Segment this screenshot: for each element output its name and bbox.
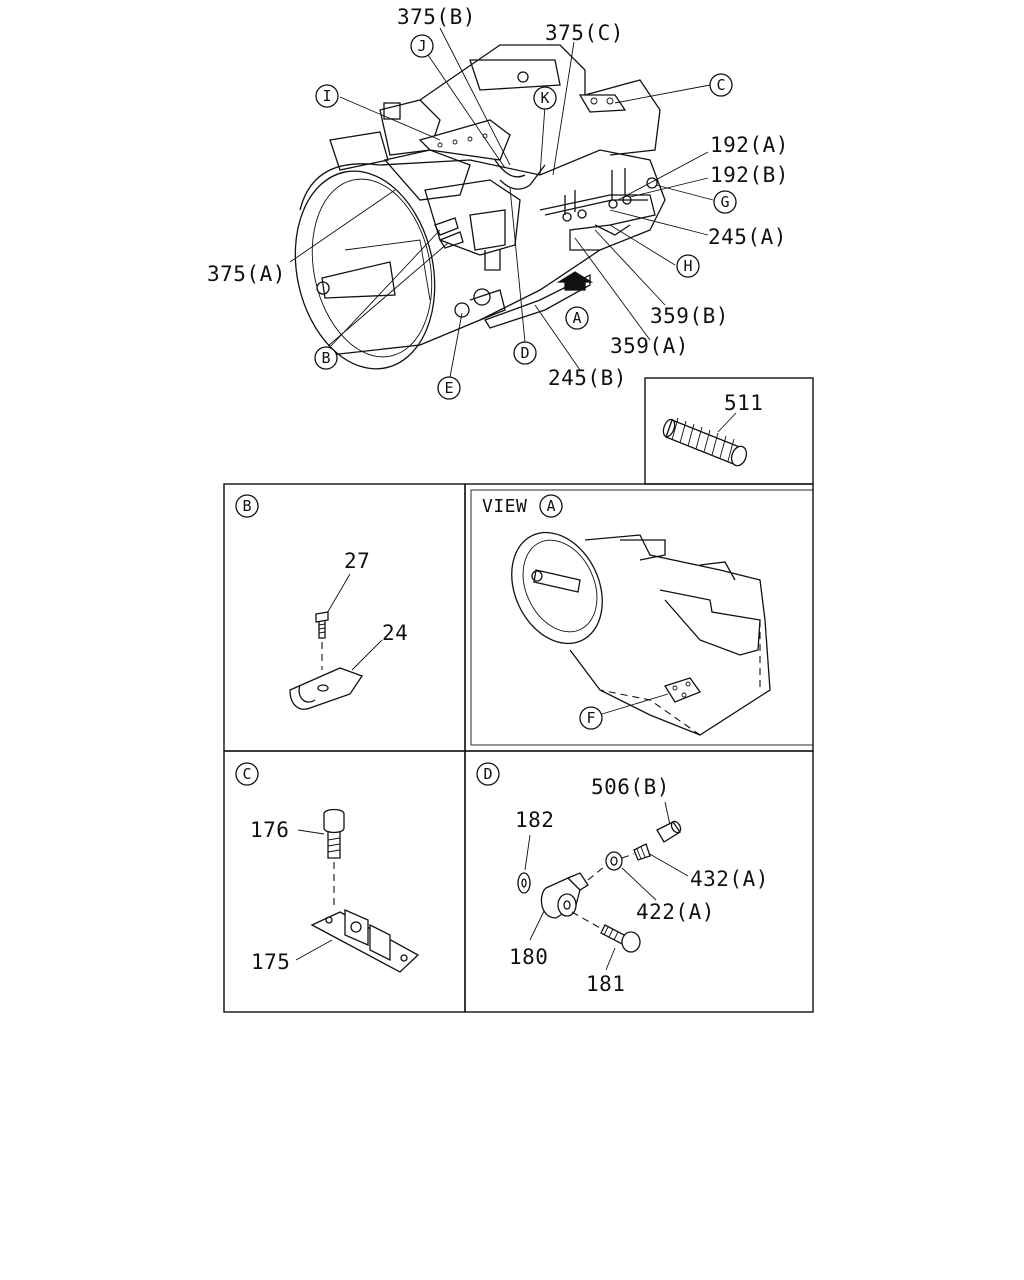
panel-view-a: VIEW A F: [464, 483, 814, 752]
svg-text:A: A: [572, 309, 581, 327]
svg-text:F: F: [586, 709, 595, 727]
part-422a-label: 422(A): [636, 900, 715, 924]
callout-359a: 359(A): [610, 334, 689, 358]
panel-b: B 27 24: [223, 483, 466, 752]
svg-text:K: K: [540, 89, 549, 107]
svg-text:H: H: [683, 257, 692, 275]
part-27-label: 27: [344, 549, 370, 573]
main-view-leader-lines: [289, 27, 714, 378]
bolt-27-drawing: [315, 611, 329, 639]
part-180-label: 180: [509, 945, 548, 969]
letter-marker-g: G: [713, 190, 737, 214]
callout-192b: 192(B): [710, 163, 789, 187]
letter-marker-a: A: [565, 306, 589, 330]
letter-marker-d: D: [513, 341, 537, 365]
bolt-176-drawing: [323, 808, 345, 859]
letter-marker-e: E: [437, 376, 461, 400]
letter-marker-j: J: [410, 34, 434, 58]
callout-375b: 375(B): [397, 5, 476, 29]
part-511-label: 511: [724, 391, 763, 415]
letter-marker-f: F: [579, 706, 603, 730]
view-a-title-text: VIEW: [482, 496, 527, 517]
letter-marker-i: I: [315, 84, 339, 108]
panel-d-title: D: [476, 762, 500, 786]
spring-sleeve-drawing: [662, 412, 748, 467]
svg-text:A: A: [546, 497, 555, 515]
svg-text:J: J: [417, 37, 426, 55]
callout-375c: 375(C): [545, 21, 624, 45]
bracket-175-drawing: [310, 909, 420, 973]
view-a-title-letter: A: [539, 494, 563, 518]
svg-text:B: B: [242, 497, 251, 515]
letter-marker-c: C: [709, 73, 733, 97]
part-175-label: 175: [251, 950, 290, 974]
callout-245b: 245(B): [548, 366, 627, 390]
svg-text:I: I: [322, 87, 331, 105]
part-182-label: 182: [515, 808, 554, 832]
main-view-callouts: 375(B) 375(C) 192(A) 192(B) 245(A) 375(A…: [207, 5, 789, 390]
part-24-label: 24: [382, 621, 408, 645]
part-432a-label: 432(A): [690, 867, 769, 891]
callout-359b: 359(B): [650, 304, 729, 328]
clip-24-drawing: [289, 667, 363, 710]
callout-192a: 192(A): [710, 133, 789, 157]
svg-text:C: C: [242, 765, 251, 783]
letter-marker-b: B: [314, 346, 338, 370]
callout-245a: 245(A): [708, 225, 787, 249]
main-view-letters: I J K C G H A B D E: [314, 34, 737, 400]
transmission-assembly-drawing: [294, 44, 666, 370]
svg-text:G: G: [720, 193, 729, 211]
panel-c: C 176 175: [223, 750, 466, 1013]
svg-text:D: D: [483, 765, 492, 783]
part-506b-label: 506(B): [591, 775, 670, 799]
svg-text:B: B: [321, 349, 330, 367]
panel-c-title: C: [235, 762, 259, 786]
transmission-bottom-view-drawing: [511, 531, 771, 736]
svg-text:E: E: [444, 379, 453, 397]
panel-511: 511: [644, 377, 814, 485]
letter-marker-k: K: [533, 86, 557, 110]
part-181-label: 181: [586, 972, 625, 996]
part-176-label: 176: [250, 818, 289, 842]
callout-375a: 375(A): [207, 262, 286, 286]
part-drawings-d: [517, 820, 682, 953]
svg-text:C: C: [716, 76, 725, 94]
panel-d: D 506(B) 182 432(A) 422(A) 180 181: [464, 750, 814, 1013]
panel-b-title: B: [235, 494, 259, 518]
letter-marker-h: H: [676, 254, 700, 278]
svg-text:D: D: [520, 344, 529, 362]
